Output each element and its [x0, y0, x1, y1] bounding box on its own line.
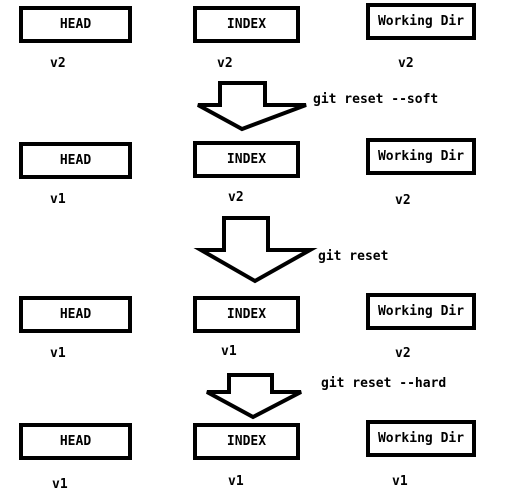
working-dir-box: Working Dir [366, 293, 476, 330]
head-box-label: HEAD [59, 17, 92, 32]
head-box-label: HEAD [59, 434, 92, 449]
working-dir-box-label: Working Dir [377, 431, 465, 446]
head-box: HEAD [19, 142, 132, 179]
head-version: v1 [52, 477, 68, 492]
index-box-label: INDEX [226, 307, 267, 322]
head-box-label: HEAD [59, 153, 92, 168]
command-label: git reset --soft [313, 92, 439, 107]
working-dir-box: Working Dir [366, 138, 476, 175]
index-version: v2 [217, 56, 233, 71]
down-arrow-icon [197, 81, 307, 132]
index-box: INDEX [193, 6, 300, 43]
index-box: INDEX [193, 141, 300, 178]
index-box-label: INDEX [226, 17, 267, 32]
command-label: git reset [318, 249, 389, 264]
index-version: v1 [228, 474, 244, 489]
index-version: v2 [228, 190, 244, 205]
head-box: HEAD [19, 296, 132, 333]
head-version: v2 [50, 56, 66, 71]
working-dir-box: Working Dir [366, 3, 476, 40]
working-dir-box-label: Working Dir [377, 149, 465, 164]
working-dir-version: v2 [395, 193, 411, 208]
index-version: v1 [221, 344, 237, 359]
head-box: HEAD [19, 423, 132, 460]
working-dir-version: v2 [395, 346, 411, 361]
down-arrow-icon [193, 216, 318, 284]
head-box-label: HEAD [59, 307, 92, 322]
working-dir-box: Working Dir [366, 420, 476, 457]
working-dir-box-label: Working Dir [377, 304, 465, 319]
index-box: INDEX [193, 296, 300, 333]
down-arrow-icon [206, 373, 302, 420]
working-dir-box-label: Working Dir [377, 14, 465, 29]
index-box: INDEX [193, 423, 300, 460]
head-box: HEAD [19, 6, 132, 43]
command-label: git reset --hard [321, 376, 447, 391]
working-dir-version: v2 [398, 56, 414, 71]
index-box-label: INDEX [226, 152, 267, 167]
head-version: v1 [50, 346, 66, 361]
working-dir-version: v1 [392, 474, 408, 489]
index-box-label: INDEX [226, 434, 267, 449]
head-version: v1 [50, 192, 66, 207]
